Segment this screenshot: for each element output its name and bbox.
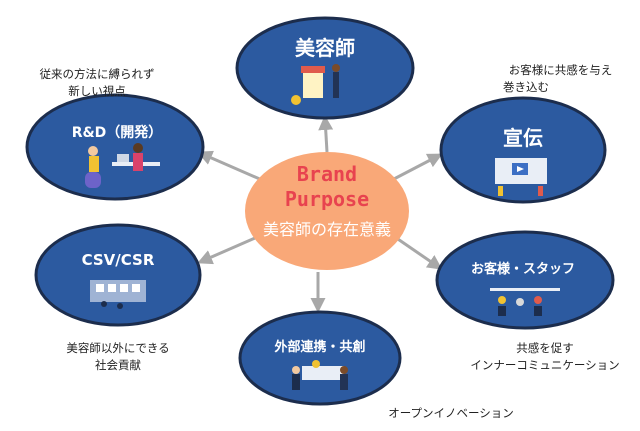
note-okyakusama: 共感を促す インナーコミュニケーション bbox=[455, 340, 635, 374]
node-label-senden: 宣伝 bbox=[503, 126, 543, 150]
note-okyakusama-line2: インナーコミュニケーション bbox=[470, 358, 620, 372]
arrow-to-rnd bbox=[197, 150, 263, 182]
node-renkei bbox=[238, 310, 402, 406]
node-csv bbox=[34, 223, 202, 327]
connectors bbox=[197, 115, 443, 313]
note-csv: 美容師以外にできる 社会貢献 bbox=[48, 340, 188, 374]
node-label-rnd: R&D（開発） bbox=[71, 125, 163, 141]
note-senden-line2: 巻き込む bbox=[503, 80, 549, 94]
arrow-to-biyoushi bbox=[318, 115, 334, 153]
arrow-to-senden bbox=[391, 153, 443, 182]
note-senden: お客様に共感を与え 巻き込む bbox=[493, 62, 628, 96]
note-okyakusama-line1: 共感を促す bbox=[516, 341, 574, 355]
note-rnd-line2: 新しい視点 bbox=[68, 84, 126, 98]
note-csv-line2: 社会貢献 bbox=[95, 358, 141, 372]
node-label-renkei: 外部連携・共創 bbox=[274, 340, 366, 355]
node-label-csv: CSV/CSR bbox=[81, 251, 155, 269]
arrow-to-csv bbox=[197, 233, 263, 265]
note-rnd-line1: 従来の方法に縛られず bbox=[39, 67, 155, 81]
node-label-okyakusama: お客様・スタッフ bbox=[470, 262, 576, 277]
node-biyoushi bbox=[235, 16, 415, 120]
node-senden bbox=[439, 96, 607, 204]
node-rnd bbox=[25, 93, 205, 201]
arrow-to-okyakusama bbox=[391, 233, 443, 270]
note-renkei-line1: オープンイノベーション bbox=[388, 406, 514, 420]
center-title-line2: Purpose bbox=[284, 187, 370, 211]
center-subtitle: 美容師の存在意義 bbox=[262, 220, 392, 239]
node-okyakusama bbox=[435, 230, 615, 330]
note-rnd: 従来の方法に縛られず 新しい視点 bbox=[22, 66, 172, 100]
center-title-line1: Brand bbox=[296, 162, 358, 186]
center-node bbox=[245, 152, 409, 270]
note-senden-line1: お客様に共感を与え bbox=[508, 63, 613, 77]
note-csv-line1: 美容師以外にできる bbox=[66, 341, 170, 355]
note-renkei: オープンイノベーション bbox=[366, 405, 536, 422]
node-label-biyoushi: 美容師 bbox=[295, 36, 355, 60]
